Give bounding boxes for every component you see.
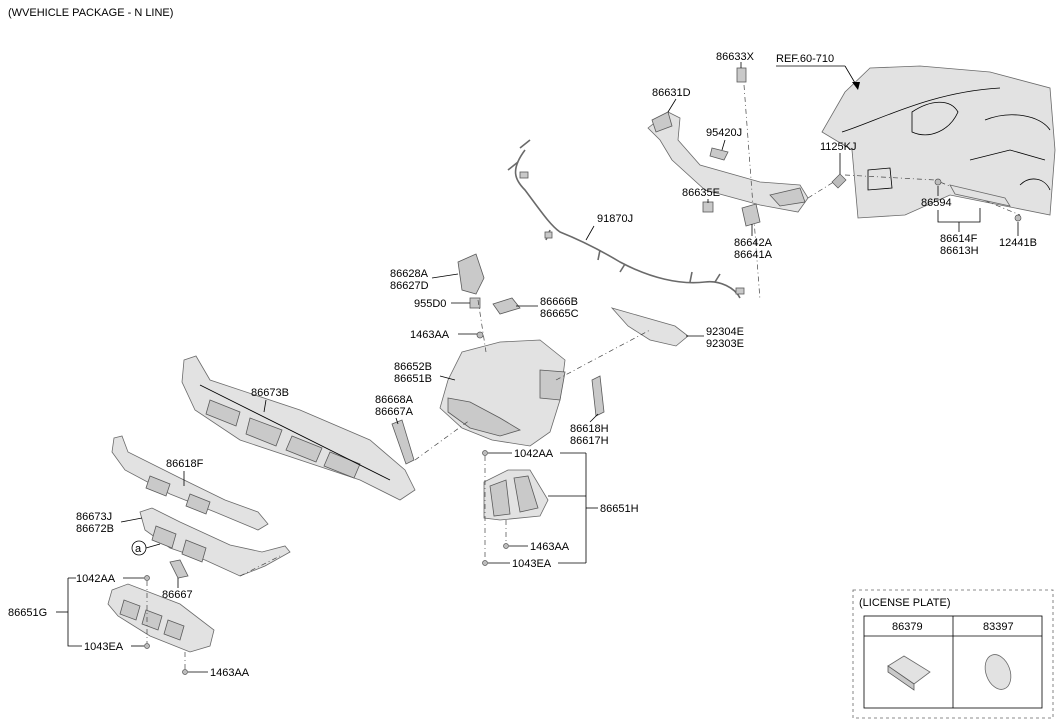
bolt-1042AA-a [482,450,488,456]
bolt-1463AA-b [503,543,509,549]
clip-86667 [169,559,189,579]
label-86667A[interactable]: 86667A [375,406,414,418]
insert-panel-86651H [483,469,549,521]
label-86651B[interactable]: 86651B [394,373,432,385]
label-1463AA-c[interactable]: 1463AA [210,667,250,679]
label-1125KJ[interactable]: 1125KJ [820,141,857,153]
label-95420J[interactable]: 95420J [706,127,742,139]
label-1043EA-b[interactable]: 1043EA [84,641,124,653]
bolt-1042AA-b [144,575,150,581]
label-1043EA-a[interactable]: 1043EA [512,558,552,570]
lower-trim-panel [139,507,291,577]
label-92303E[interactable]: 92303E [706,338,744,350]
label-1463AA-b[interactable]: 1463AA [530,541,570,553]
rear-diffuser [181,355,416,501]
label-circle-a: a [135,543,142,555]
label-955D0[interactable]: 955D0 [414,298,446,310]
strip-86614F [949,184,1011,207]
label-86614F[interactable]: 86614F [940,233,978,245]
license-plate-heading: (LICENSE PLATE) [859,597,951,609]
screw-12441B [1014,214,1022,222]
license-plate-col-83397[interactable]: 83397 [983,621,1014,633]
bolt-1463AA-c [182,669,188,675]
part-86666B [492,297,521,315]
upper-mounting-rail [647,111,809,213]
clip-86633X [736,67,747,83]
label-86672B[interactable]: 86672B [76,523,114,535]
label-86641A[interactable]: 86641A [734,249,773,261]
reflector-92304E [610,307,689,347]
nut-86594 [934,178,942,186]
clip-86635E [702,201,714,213]
label-1042AA-a[interactable]: 1042AA [514,448,554,460]
label-86613H[interactable]: 86613H [940,245,979,257]
label-86618H[interactable]: 86618H [570,423,609,435]
label-1463AA-a[interactable]: 1463AA [410,329,450,341]
bracket-86618H [591,375,605,417]
label-86635E[interactable]: 86635E [682,187,720,199]
rear-bumper-side [439,339,566,447]
insert-panel-86651G [107,583,215,653]
bracket-86642A [741,203,761,227]
label-86627D[interactable]: 86627D [390,280,429,292]
label-86668A[interactable]: 86668A [375,394,414,406]
label-86666B[interactable]: 86666B [540,296,578,308]
label-91870J[interactable]: 91870J [597,213,633,225]
label-86618F[interactable]: 86618F [166,458,204,470]
license-plate-box: (LICENSE PLATE) 86379 83397 [852,589,1054,719]
label-86652B[interactable]: 86652B [394,361,432,373]
label-86631D[interactable]: 86631D [652,87,691,99]
bolt-1463AA [476,331,484,339]
label-86617H[interactable]: 86617H [570,435,609,447]
label-86642A[interactable]: 86642A [734,237,773,249]
label-86651G[interactable]: 86651G [8,607,47,619]
label-86665C[interactable]: 86665C [540,308,579,320]
label-86633X[interactable]: 86633X [716,51,755,63]
label-86673J[interactable]: 86673J [76,511,112,523]
label-86673B[interactable]: 86673B [251,387,289,399]
label-1042AA-b[interactable]: 1042AA [76,573,116,585]
bolt-1125KJ [831,173,847,189]
diagram-title: (WVEHICLE PACKAGE - N LINE) [8,7,173,19]
label-92304E[interactable]: 92304E [706,326,744,338]
lower-valance-strip [111,435,269,531]
license-plate-col-86379[interactable]: 86379 [892,621,923,633]
bolt-1043EA-a [482,560,488,566]
label-86651H[interactable]: 86651H [600,503,639,515]
wiring-harness [507,139,745,299]
label-86667[interactable]: 86667 [162,589,193,601]
bolt-1043EA-b [144,643,150,649]
label-ref-60-710[interactable]: REF.60-710 [776,53,834,65]
arrow-head-icon [852,82,860,90]
bracket-86668A [391,419,415,465]
cap-83397-icon [984,654,1012,690]
body-side-panel [821,65,1056,219]
bracket-86628A [457,253,485,295]
label-12441B[interactable]: 12441B [999,237,1037,249]
label-86594[interactable]: 86594 [921,197,952,209]
label-86628A[interactable]: 86628A [390,268,429,280]
